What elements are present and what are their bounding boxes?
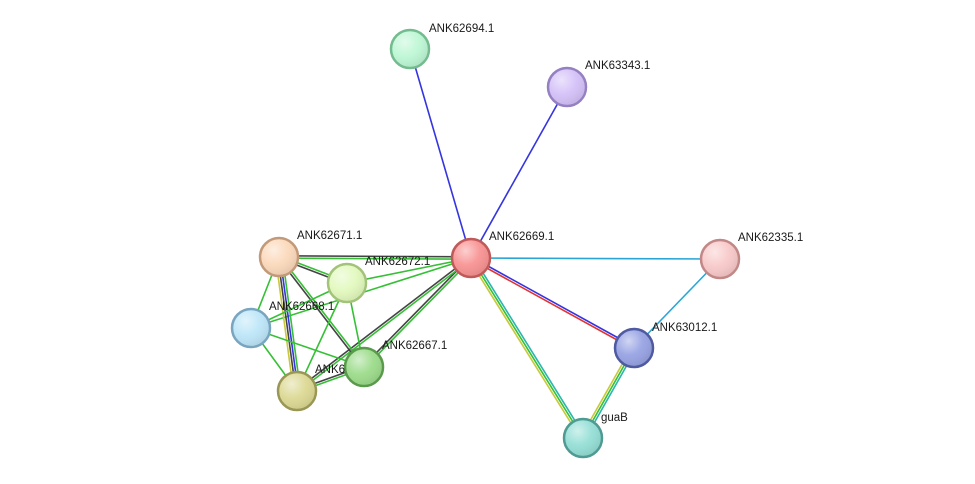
edge-ank62669-1-to-ank62667-1 [364,258,473,369]
node-circle[interactable] [562,417,604,459]
node-label-ank63012-1: ANK63012.1 [652,322,717,334]
label-layer: ANK62669.1 ANK62694.1ANK63343.1ANK62335.1… [269,23,803,424]
node-ank63012-1[interactable] [613,327,655,369]
node-circle[interactable] [613,327,655,369]
node-label-guab: guaB [601,412,628,424]
edge-ank62669-1-to-ank63343-1 [470,86,568,259]
edge-ank62671-1-to-ank626xx [279,256,299,391]
edge-ank62669-1-to-ank62667-1 [362,256,471,367]
node-ank62667-1[interactable] [343,346,385,388]
node-circle[interactable] [699,238,741,280]
node-circle[interactable] [546,66,588,108]
node-label-ank626xx: ANK6 [315,364,345,376]
node-circle[interactable] [450,237,492,279]
node-circle[interactable] [389,28,431,70]
node-circle[interactable] [343,346,385,388]
node-ank62668-1[interactable] [230,307,272,349]
node-label-ank62668-1: ANK62668.1 [269,301,334,313]
edge-ank62669-1-to-ank62694-1 [409,48,472,259]
node-circle[interactable] [276,370,318,412]
edge-ank62669-1-to-guab [472,256,586,438]
edge-ank62669-1-to-ank62671-1 [279,255,472,258]
edge-ank62669-1-to-ank62335-1 [470,257,721,260]
edge-ank62671-1-to-ank62667-1 [279,255,366,367]
edge-ank62669-1-to-ank626xx [297,258,473,393]
node-ank62671-1[interactable] [258,236,300,278]
node-guab[interactable] [562,417,604,459]
node-ank62669-1[interactable] [450,237,492,279]
edge-ank62671-1-to-ank626xx [277,257,297,392]
node-circle[interactable] [258,236,300,278]
edge-ank62669-1-to-guab [468,258,582,440]
node-label-ank62672-1: ANK62672.1 [365,256,430,268]
node-layer [230,28,741,459]
edge-ank62669-1-to-ank62672-1 [346,257,472,284]
node-ank62672-1[interactable] [326,262,368,304]
node-circle[interactable] [230,307,272,349]
edge-ank62671-1-to-ank626xx [281,256,302,391]
node-ank62694-1[interactable] [389,28,431,70]
node-label-ank63343-1: ANK63343.1 [585,60,650,72]
edge-ank62671-1-to-ank62667-1 [277,257,364,369]
edge-ank62669-1-to-guab [470,257,584,439]
node-label-ank62669-1: ANK62669.1 [489,231,554,243]
node-ank63343-1[interactable] [546,66,588,108]
edge-ank62669-1-to-ank63012-1 [470,258,634,350]
edge-ank62669-1-to-ank63012-1 [471,256,635,348]
node-label-ank62335-1: ANK62335.1 [738,232,803,244]
node-label-ank62694-1: ANK62694.1 [429,23,494,35]
node-label-ank62667-1: ANK62667.1 [382,340,447,352]
node-label-ank62671-1: ANK62671.1 [297,230,362,242]
node-ank62335-1[interactable] [699,238,741,280]
edge-ank62669-1-to-ank626xx [295,256,471,391]
node-circle[interactable] [326,262,368,304]
node-ank626xx[interactable] [276,370,318,412]
edge-ank62669-1-to-ank62671-1 [278,257,471,260]
edge-ank62671-1-to-ank626xx [274,257,295,392]
